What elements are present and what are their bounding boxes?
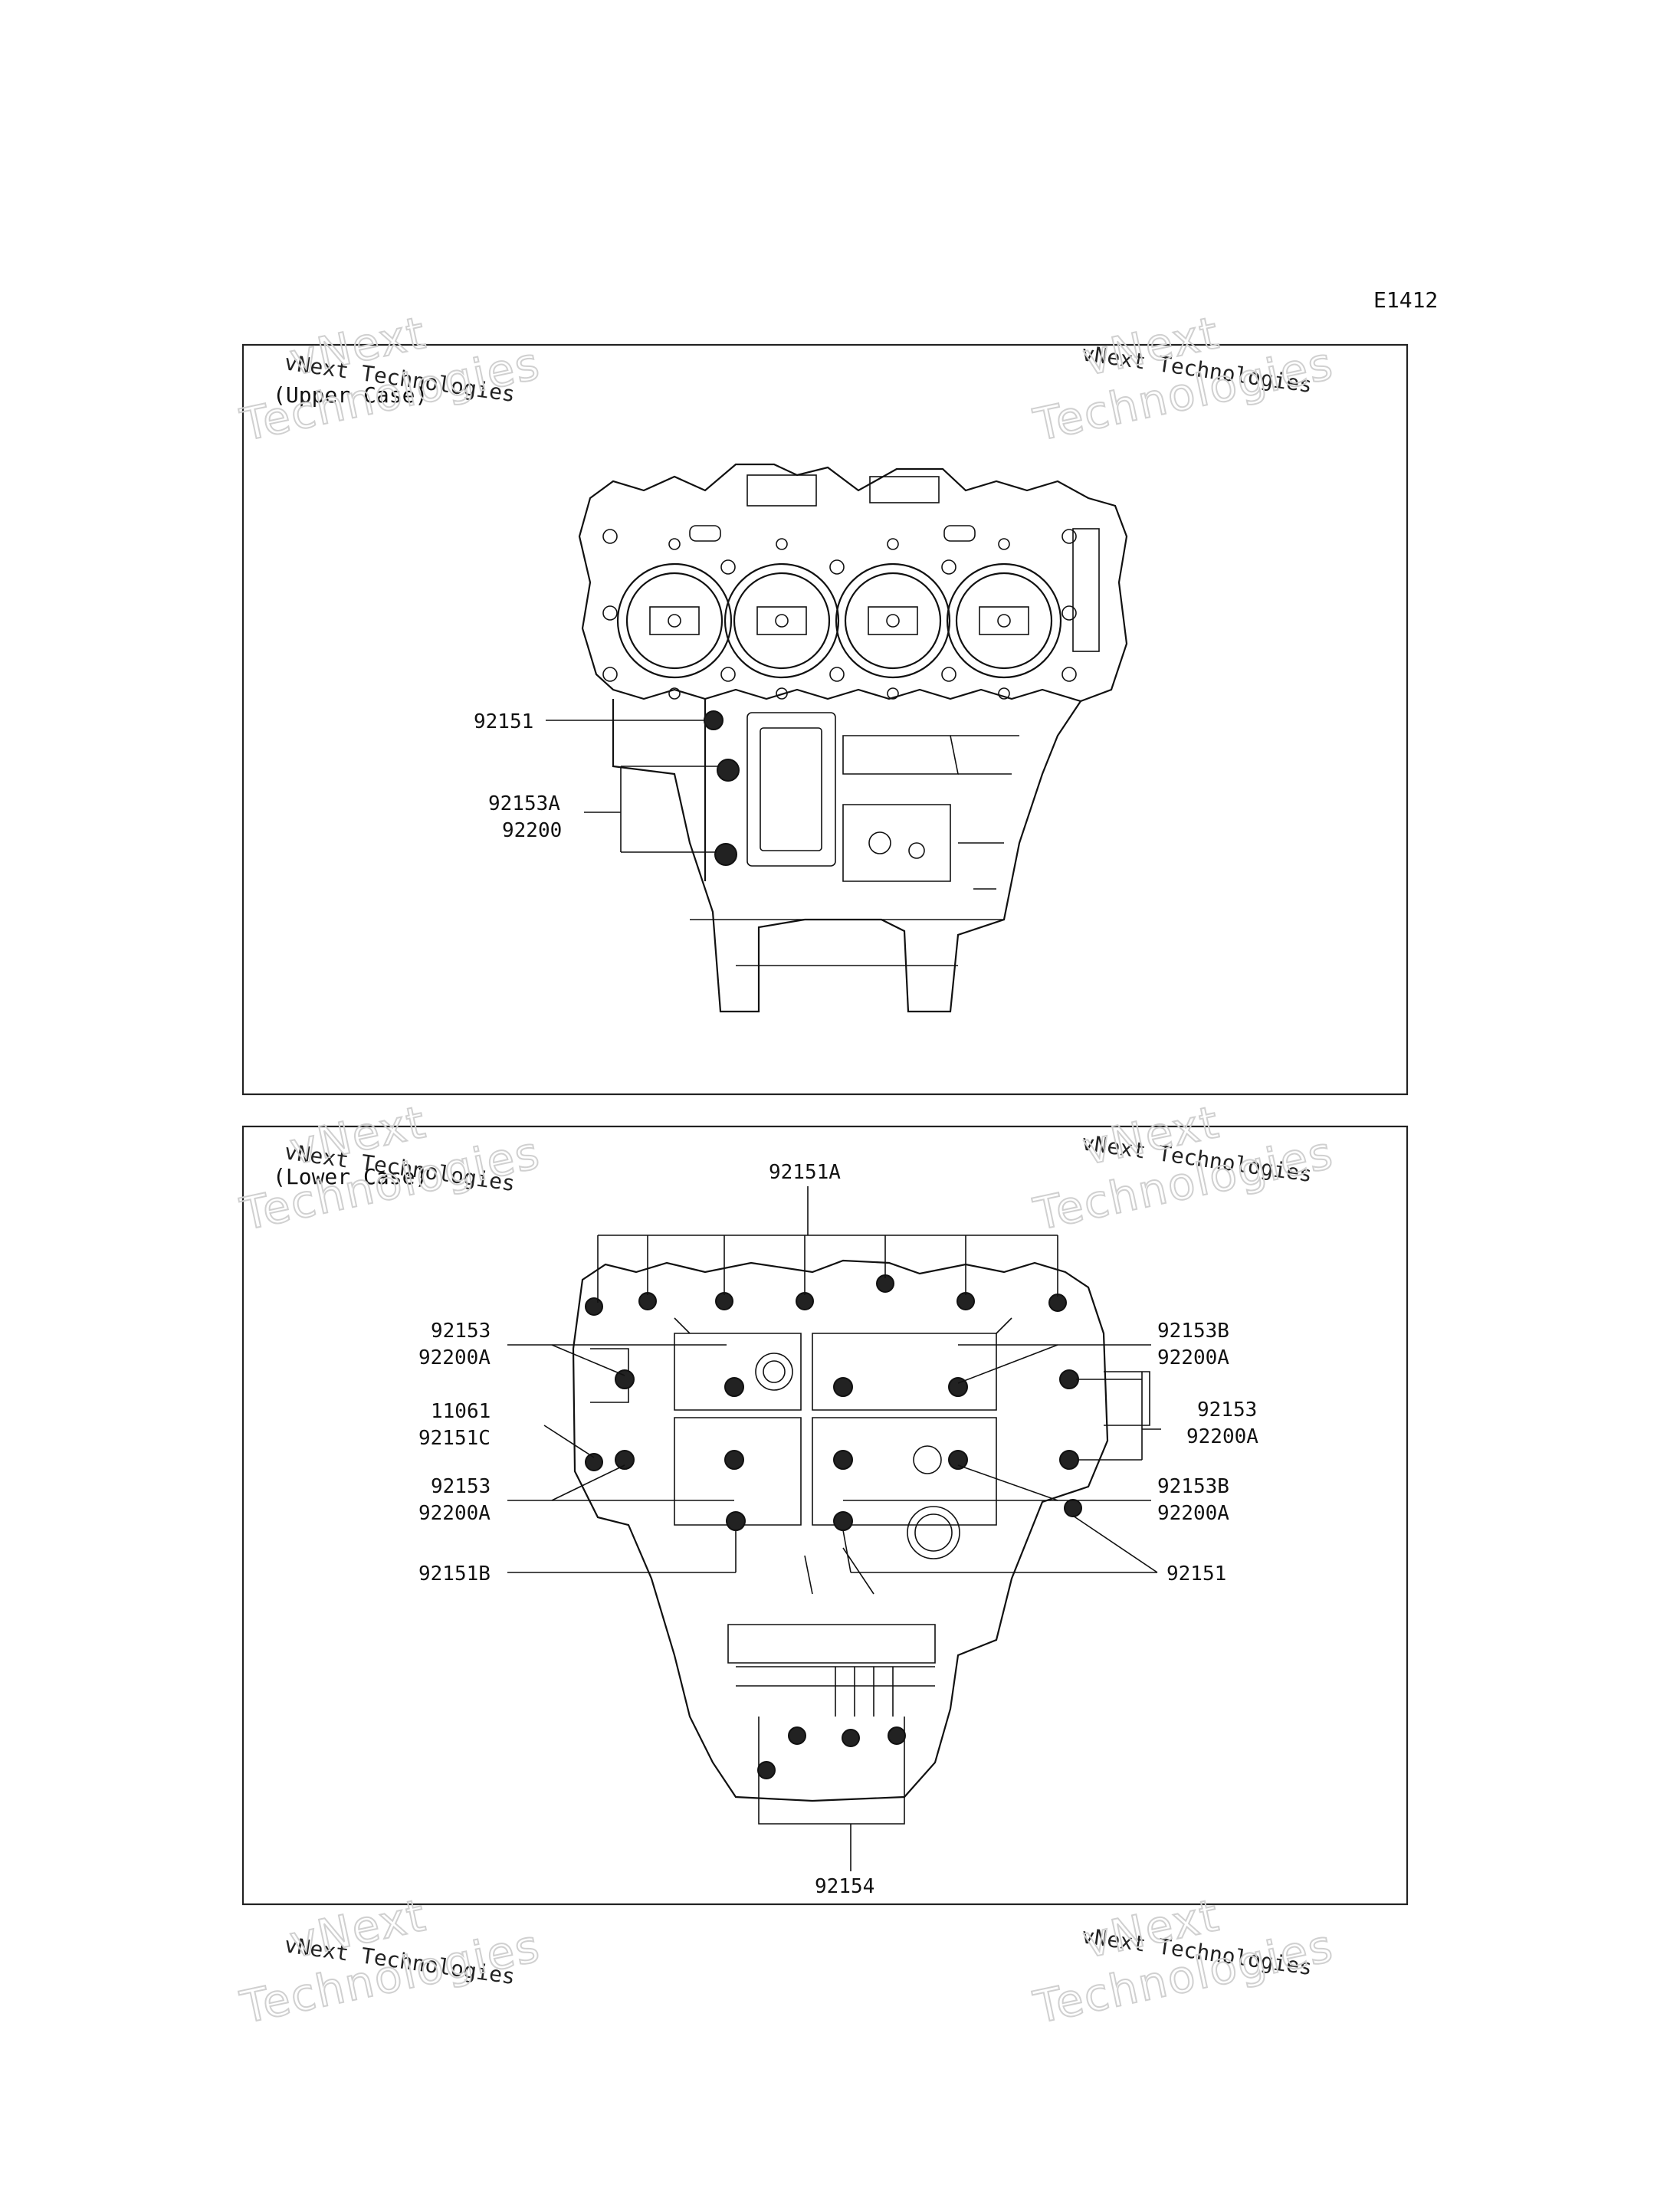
bolt-92151-upper [704, 710, 724, 730]
lower-case-panel [241, 1125, 1409, 1906]
label-92154: 92154 [815, 1875, 874, 1898]
label-92153-c: 92153 [1197, 1399, 1257, 1421]
label-92151C: 92151C [418, 1427, 491, 1450]
upper-crankcase-drawing [578, 463, 1128, 1013]
diagram-code: E1412 [1373, 287, 1438, 313]
label-92151-lower: 92151 [1166, 1562, 1226, 1585]
label-92153B-a: 92153B [1157, 1320, 1229, 1343]
lower-bolts [585, 1274, 1082, 1779]
bolt-92153A-upper-2 [714, 843, 737, 866]
label-92200A-b: 92200A [418, 1502, 491, 1525]
label-92151-upper: 92151 [474, 710, 533, 733]
label-11061: 11061 [431, 1400, 491, 1423]
label-92153-b: 92153 [431, 1475, 491, 1498]
label-92200A-c: 92200A [1157, 1346, 1229, 1369]
label-92151B: 92151B [418, 1562, 491, 1585]
upper-case-caption: (Upper Case) [273, 382, 428, 408]
label-92151A: 92151A [769, 1161, 841, 1184]
label-92200A-e: 92200A [1157, 1502, 1229, 1525]
label-92153B-b: 92153B [1157, 1475, 1229, 1498]
label-92153-a: 92153 [431, 1320, 491, 1343]
lower-leader-lines [507, 1186, 1161, 1871]
upper-case-panel [241, 343, 1409, 1096]
lower-case-caption: (Lower Case) [273, 1164, 428, 1189]
upper-leader-lines [546, 720, 719, 853]
bolt-92153A-upper-1 [717, 759, 740, 782]
label-92200-upper: 92200 [502, 819, 562, 842]
label-92153A-upper: 92153A [488, 792, 560, 815]
label-92200A-d: 92200A [1186, 1425, 1258, 1448]
label-92200A-a: 92200A [418, 1346, 491, 1369]
